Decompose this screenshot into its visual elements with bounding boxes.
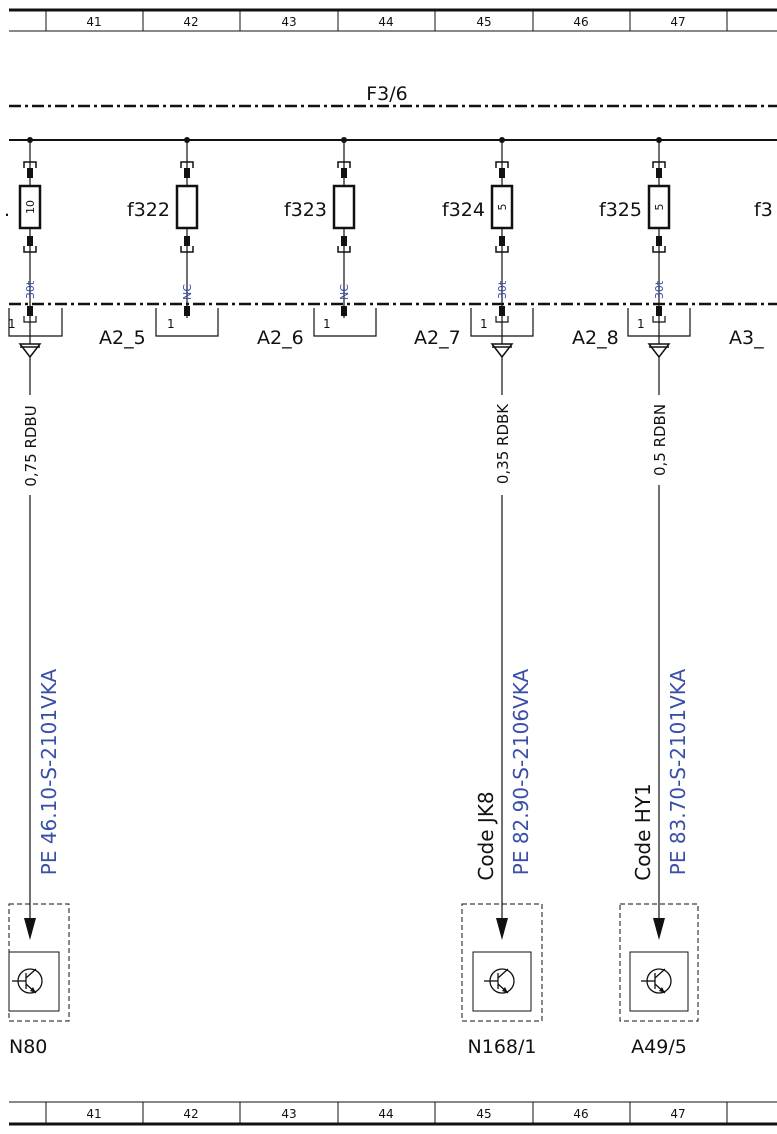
wire-f321 (18, 318, 42, 940)
connector-a2-6-pin: 1 (323, 317, 331, 331)
fuse-f321-terminal: 30t (24, 280, 37, 299)
wire-f325 (647, 318, 671, 940)
component-a49-5 (619, 903, 699, 1022)
bottom-ruler-col-46: 46 (573, 1107, 588, 1121)
bottom-ruler-col-41: 41 (86, 1107, 101, 1121)
fuse-f321-label-partial: . (4, 199, 10, 221)
wire-f324-spec: 0,35 RDBK (494, 403, 512, 484)
ground-triangle-icon (18, 343, 42, 359)
connector-a2-7-pin: 1 (480, 317, 488, 331)
fuse-f324-terminal: 30t (496, 280, 509, 299)
connector-f321 (8, 306, 63, 337)
wire-f325-spec: 0,5 RDBN (651, 404, 669, 476)
component-n168-1 (461, 903, 543, 1022)
connector-a2-5 (155, 306, 219, 337)
ground-triangle-icon (647, 343, 671, 359)
fuse-f325-label: f325 (599, 199, 642, 221)
bottom-ruler-col-45: 45 (476, 1107, 491, 1121)
top-ruler (9, 8, 777, 32)
bottom-ruler (9, 1101, 777, 1126)
ruler-col-45: 45 (476, 15, 491, 29)
fuse-f325: f325 5 30t (599, 137, 671, 318)
ruler-col-47: 47 (670, 15, 685, 29)
fuse-f324-rating: 5 (496, 204, 509, 211)
fuse-f322-terminal: NC (181, 284, 194, 300)
fuse-f324-label: f324 (442, 199, 485, 221)
fuse-f321-rating: 10 (24, 200, 37, 214)
ground-triangle-icon (490, 343, 514, 359)
bottom-ruler-col-43: 43 (281, 1107, 296, 1121)
wire-f321-pe-ref: PE 46.10-S-2101VKA (37, 668, 61, 875)
connector-a2-8-pin: 1 (637, 317, 645, 331)
bottom-ruler-col-47: 47 (670, 1107, 685, 1121)
bottom-ruler-col-42: 42 (183, 1107, 198, 1121)
wire-f321-spec: 0,75 RDBU (22, 405, 40, 486)
fuse-f323: f323 NC (284, 137, 356, 318)
connector-a2-7-label: A2_7 (414, 327, 461, 349)
bus-label: F3/6 (366, 83, 408, 105)
component-n80 (8, 903, 70, 1022)
connector-a2-8-label: A2_8 (572, 327, 619, 349)
transistor-icon (641, 968, 672, 994)
ruler-col-41: 41 (86, 15, 101, 29)
wire-f324-pe-ref: PE 82.90-S-2106VKA (509, 668, 533, 875)
wire-f324 (490, 318, 514, 940)
fuse-f326-label-partial: f3 (754, 199, 773, 221)
transistor-icon (12, 968, 43, 994)
connector-f321-pin: 1 (8, 317, 16, 331)
fuse-f323-terminal: NC (338, 284, 351, 300)
ruler-col-42: 42 (183, 15, 198, 29)
fuse-f322: f322 NC (127, 137, 199, 318)
connector-a3-label-partial: A3_ (729, 327, 764, 349)
bottom-ruler-col-44: 44 (378, 1107, 393, 1121)
component-a49-5-label: A49/5 (631, 1036, 687, 1058)
wire-f325-code: Code HY1 (631, 783, 655, 881)
wire-f325-pe-ref: PE 83.70-S-2101VKA (666, 668, 690, 875)
fuse-f325-rating: 5 (653, 204, 666, 211)
connector-a2-5-pin: 1 (167, 317, 175, 331)
transistor-icon (484, 968, 515, 994)
ruler-col-46: 46 (573, 15, 588, 29)
fuse-f321: . 10 30t (4, 137, 42, 318)
connector-a2-5-label: A2_5 (99, 327, 146, 349)
connector-a2-6 (313, 306, 377, 337)
wire-f324-code: Code JK8 (474, 791, 498, 880)
fuse-f323-label: f323 (284, 199, 327, 221)
component-n168-1-label: N168/1 (468, 1036, 537, 1058)
fuse-f324: f324 5 30t (442, 137, 514, 318)
fuse-f325-terminal: 30t (653, 280, 666, 299)
connector-a2-6-label: A2_6 (257, 327, 304, 349)
component-n80-label: N80 (9, 1036, 47, 1058)
fuse-f322-label: f322 (127, 199, 170, 221)
ruler-col-44: 44 (378, 15, 393, 29)
ruler-col-43: 43 (281, 15, 296, 29)
